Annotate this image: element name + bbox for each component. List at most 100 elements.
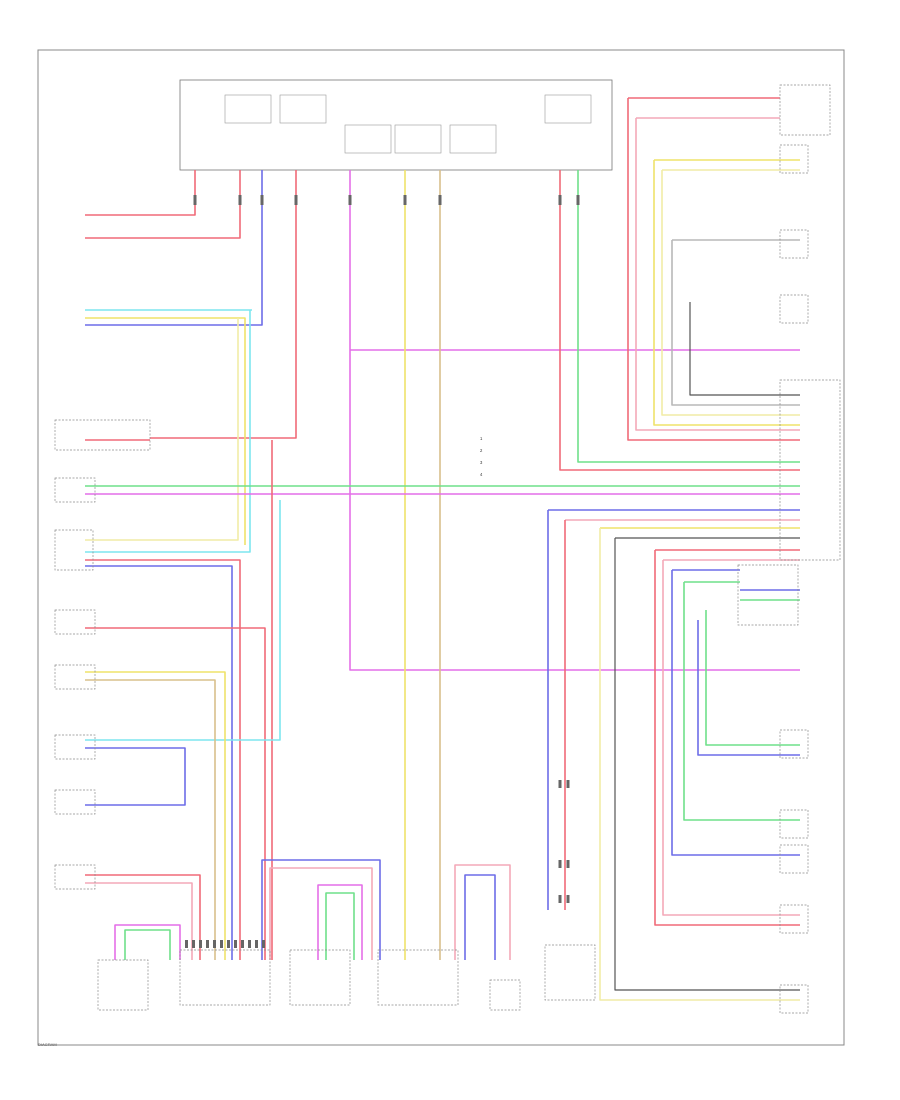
component-box <box>779 229 809 259</box>
wire <box>85 874 201 960</box>
diagram-frame <box>37 49 845 1046</box>
connector-pin <box>438 195 442 205</box>
wire <box>599 528 800 1001</box>
wire <box>85 500 281 741</box>
component-box <box>54 529 94 571</box>
wire <box>85 170 263 326</box>
connector-pin <box>348 195 352 205</box>
wire <box>577 170 800 463</box>
component-box <box>779 379 841 561</box>
wire <box>559 170 800 471</box>
component-box <box>544 944 596 1001</box>
footer-code: DIAGRAM <box>38 1042 57 1047</box>
wire <box>85 882 193 960</box>
wire <box>325 892 355 960</box>
wire <box>464 874 496 960</box>
component-box <box>779 144 809 174</box>
connector-pin <box>576 195 580 205</box>
connector-pin <box>566 895 570 903</box>
connector-pin <box>558 780 562 788</box>
component-box <box>779 984 809 1014</box>
wire <box>697 620 800 756</box>
component-box <box>54 734 96 760</box>
connector-pin <box>213 940 216 948</box>
wire <box>454 864 511 960</box>
connector-pin <box>566 860 570 868</box>
component-box <box>779 729 809 759</box>
wire <box>635 118 800 431</box>
control-unit-sub-boxes <box>224 94 592 154</box>
control-sub-box <box>344 124 392 154</box>
wire <box>261 859 381 960</box>
connector-pin <box>566 780 570 788</box>
component-box <box>289 949 351 1006</box>
connector-pin <box>206 940 209 948</box>
component-box <box>779 84 831 136</box>
wire <box>85 565 233 960</box>
wire <box>654 550 800 926</box>
component-box <box>97 959 149 1011</box>
control-sub-box <box>279 94 327 124</box>
wire <box>671 240 800 406</box>
wire <box>85 318 239 541</box>
connector-pin <box>558 195 562 205</box>
component-box <box>54 789 96 815</box>
component-box <box>54 477 96 503</box>
connector-pin <box>248 940 251 948</box>
component-box <box>54 609 96 635</box>
control-sub-box <box>544 94 592 124</box>
wire <box>114 924 181 960</box>
wire <box>653 160 800 426</box>
component-box <box>779 294 809 324</box>
component-box <box>779 809 809 839</box>
connector-pin <box>227 940 230 948</box>
component-box <box>54 864 96 890</box>
component-box <box>377 949 459 1006</box>
legend-item: 3 <box>480 460 483 465</box>
connector-pin <box>558 860 562 868</box>
wire <box>85 170 241 239</box>
component-group <box>54 84 841 1014</box>
connector-pin <box>234 940 237 948</box>
wire <box>662 560 800 916</box>
connector-pin <box>192 940 195 948</box>
connector-ticks <box>185 195 580 948</box>
wire <box>627 98 800 441</box>
wire <box>349 170 800 671</box>
component-box <box>54 419 151 451</box>
connector-pin <box>262 940 265 948</box>
wire <box>85 671 226 960</box>
connector-pin <box>185 940 188 948</box>
component-box <box>489 979 521 1011</box>
wire <box>683 582 800 821</box>
wire <box>85 559 241 960</box>
wire <box>85 317 246 545</box>
connector-pin <box>220 940 223 948</box>
wire <box>85 627 266 960</box>
wire <box>269 867 373 960</box>
wire <box>85 747 186 806</box>
component-box <box>779 904 809 934</box>
wire <box>85 170 196 216</box>
wire-group <box>85 97 800 1001</box>
control-sub-box <box>394 124 442 154</box>
control-sub-box <box>449 124 497 154</box>
wire <box>705 610 800 746</box>
wire <box>124 929 171 960</box>
connector-pin <box>260 195 264 205</box>
wire <box>150 170 297 439</box>
wire <box>85 310 251 553</box>
connector-pin <box>238 195 242 205</box>
component-box <box>54 664 96 690</box>
legend-item: 4 <box>480 472 483 477</box>
wire <box>85 679 216 960</box>
wire <box>614 538 800 991</box>
connector-pin <box>558 895 562 903</box>
wire <box>661 170 800 416</box>
component-box <box>737 564 799 626</box>
connector-pin <box>199 940 202 948</box>
wire <box>317 884 363 960</box>
connector-pin <box>403 195 407 205</box>
